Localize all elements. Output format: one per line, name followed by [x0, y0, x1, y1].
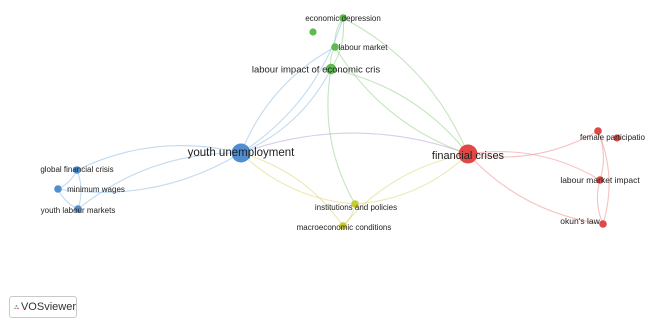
node-label-macroeconomic-conditions[interactable]: macroeconomic conditions: [297, 223, 392, 232]
edge-financial_crises-okuns_law: [467, 153, 604, 225]
edge-labour_impact_of_economic_cris-financial_crises: [330, 68, 469, 155]
edge-youth_unemployment-macroeconomic_conditions: [240, 152, 344, 227]
node-economic-depression[interactable]: [339, 14, 347, 22]
edge-labour_impact_of_economic_cris-institutions_and_policies: [327, 68, 356, 205]
node-female-participation[interactable]: [594, 127, 602, 135]
edge-youth_unemployment-labour_impact_of_economic_cris: [240, 68, 332, 154]
vosviewer-logo-icon: [14, 304, 19, 310]
node-label-youth-unemployment[interactable]: youth unemployment: [188, 147, 296, 159]
node-label-institutions-and-policies[interactable]: institutions and policies: [315, 203, 397, 212]
node-layer: [54, 14, 621, 230]
node-label-economic-depression[interactable]: economic depression: [305, 14, 381, 23]
node-label-female-participation[interactable]: female participatio: [580, 133, 645, 142]
vosviewer-brand-badge[interactable]: VOSviewer: [9, 296, 77, 318]
node-label-global-financial-crisis[interactable]: global financial crisis: [40, 165, 113, 174]
edge-labour_market-financial_crises: [334, 46, 469, 155]
edge-youth_unemployment-labour_market: [240, 46, 336, 154]
node-youth-unemployment[interactable]: [231, 143, 251, 163]
node-okuns-law[interactable]: [599, 220, 607, 228]
label-layer: youth unemployment global financial crisi…: [40, 14, 645, 232]
edge-financial_crises-institutions_and_policies: [354, 153, 469, 205]
node-label-youth-labour-markets[interactable]: youth labour markets: [41, 206, 116, 215]
edge-youth_unemployment-financial_crises: [240, 132, 469, 155]
node-macroeconomic-conditions[interactable]: [339, 222, 347, 230]
node-minimum-wages[interactable]: [54, 185, 62, 193]
edge-financial_crises-macroeconomic_conditions: [342, 153, 469, 227]
edge-economic_depression-financial_crises: [342, 17, 469, 155]
node-label-minimum-wages[interactable]: minimum wages: [67, 185, 125, 194]
edge-youth_unemployment-youth_labour_markets: [77, 152, 242, 210]
node-labour-impact-of-economic-cris[interactable]: [325, 63, 337, 75]
edge-financial_crises-female_participation: [467, 130, 599, 158]
edge-youth_unemployment-institutions_and_policies: [240, 152, 356, 205]
edge-female_participation-okuns_law: [597, 130, 610, 225]
node-label-labour-market-impact[interactable]: labour market impact: [560, 175, 640, 185]
edge-labour_market_impact-okuns_law: [596, 179, 604, 225]
node-dot-green-0[interactable]: [309, 28, 317, 36]
node-labour-market[interactable]: [331, 43, 339, 51]
node-global-financial-crisis[interactable]: [73, 166, 81, 174]
brand-name: VOSviewer: [20, 301, 76, 313]
edge-youth_unemployment-economic_depression: [240, 17, 344, 154]
edge-financial_crises-labour_market_impact: [467, 151, 601, 181]
node-label-labour-market[interactable]: labour market: [339, 43, 389, 52]
node-dot-red-1[interactable]: [613, 134, 621, 142]
node-financial-crises[interactable]: [458, 144, 478, 164]
node-label-labour-impact-of-economic-cris[interactable]: labour impact of economic cris: [252, 64, 381, 75]
node-institutions-and-policies[interactable]: [351, 200, 359, 208]
node-label-okuns-law[interactable]: okun's law: [560, 216, 600, 226]
node-labour-market-impact[interactable]: [596, 176, 604, 184]
node-label-financial-crises[interactable]: financial crises: [432, 150, 505, 162]
node-youth-labour-markets[interactable]: [74, 205, 82, 213]
edge-youth_unemployment-global_financial_crisis: [76, 144, 242, 171]
